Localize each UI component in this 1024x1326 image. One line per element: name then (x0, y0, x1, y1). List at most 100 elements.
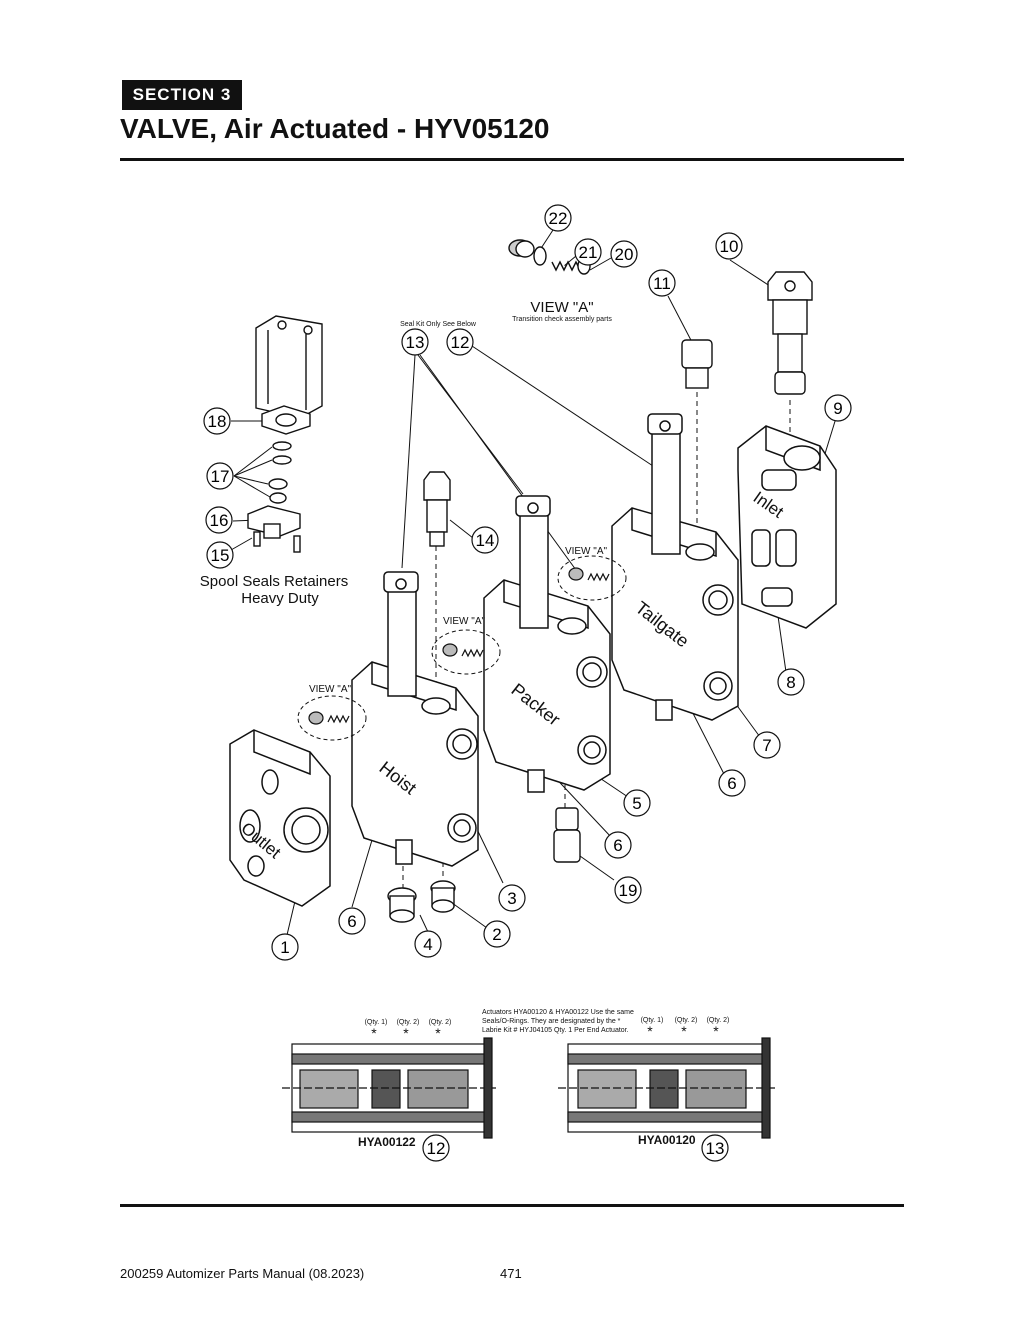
callout-number: 13 (406, 333, 425, 352)
callout-6: 6 (604, 831, 632, 859)
callout-circle (824, 394, 852, 422)
seal-star: * (713, 1023, 719, 1039)
view-a-label-hoist: VIEW "A" (309, 684, 352, 695)
actuator-note-line3: Labrie Kit # HYJ04105 Qty. 1 Per End Act… (482, 1027, 629, 1034)
packer-section (483, 495, 611, 793)
callout-circle (206, 462, 234, 490)
callout-circle (422, 1134, 450, 1162)
callout-circle (701, 1134, 729, 1162)
view-a-label-packer: VIEW "A" (443, 616, 486, 627)
actuator-note-line1: Actuators HYA00120 & HYA00122 Use the sa… (482, 1009, 634, 1016)
qty-label: (Qty. 1) (365, 1019, 388, 1026)
callout-number: 16 (210, 511, 229, 530)
callout-circle (271, 933, 299, 961)
callout-12: 12 (422, 1134, 450, 1162)
view-a-check-parts (508, 239, 591, 275)
callout-4: 4 (414, 930, 442, 958)
top-rule (120, 158, 904, 161)
qty-label: (Qty. 2) (675, 1017, 698, 1024)
actuator-note-line2: Seals/O-Rings. They are designated by th… (482, 1018, 621, 1025)
callout-number: 18 (208, 412, 227, 431)
qty-label: (Qty. 2) (429, 1019, 452, 1026)
spool-seal-retainer-stack (247, 315, 323, 553)
callout-circle (203, 407, 231, 435)
seal-kit-note: Seal Kit Only See Below (400, 321, 477, 328)
callout-circle (471, 526, 499, 554)
callout-21: 21 (574, 238, 602, 266)
callout-circle (574, 238, 602, 266)
callout-circle (777, 668, 805, 696)
seal-star: * (681, 1023, 687, 1039)
callout-circle (414, 930, 442, 958)
callout-number: 22 (549, 209, 568, 228)
callout-number: 13 (706, 1139, 725, 1158)
callout-number: 12 (427, 1139, 446, 1158)
callout-7: 7 (753, 731, 781, 759)
callout-1: 1 (271, 933, 299, 961)
callout-6: 6 (338, 907, 366, 935)
callout-circle (614, 876, 642, 904)
callout-number: 19 (619, 881, 638, 900)
callout-14: 14 (471, 526, 499, 554)
callout-circle (753, 731, 781, 759)
callout-number: 20 (615, 245, 634, 264)
callout-number: 3 (507, 889, 516, 908)
callout-18: 18 (203, 407, 231, 435)
view-a-sub-label: Transition check assembly parts (512, 316, 612, 323)
footer-page-number: 471 (500, 1266, 522, 1281)
callout-circle (718, 769, 746, 797)
section-badge: SECTION 3 (122, 80, 242, 110)
callout-number: 6 (727, 774, 736, 793)
callout-16: 16 (205, 506, 233, 534)
seal-star: * (371, 1025, 377, 1041)
view-a-main-label: VIEW "A" (530, 299, 593, 316)
callout-13: 13 (701, 1134, 729, 1162)
callout-9: 9 (824, 394, 852, 422)
callout-number: 5 (632, 794, 641, 813)
seal-star: * (647, 1023, 653, 1039)
callout-number: 7 (762, 736, 771, 755)
view-a-callouts (297, 555, 627, 741)
callout-circle (604, 831, 632, 859)
callout-circle (483, 920, 511, 948)
callout-20: 20 (610, 240, 638, 268)
callout-number: 12 (451, 333, 470, 352)
footer-manual-name: 200259 Automizer Parts Manual (08.2023) (120, 1266, 365, 1281)
callout-19: 19 (614, 876, 642, 904)
callout-circle (544, 204, 572, 232)
callout-number: 10 (720, 237, 739, 256)
bottom-rule (120, 1204, 904, 1207)
spool-seals-label-line1: Spool Seals Retainers (200, 573, 348, 590)
callout-circle (206, 541, 234, 569)
actuator-part-number-left: HYA00122 (358, 1135, 416, 1149)
callout-number: 4 (423, 935, 432, 954)
seal-star: * (403, 1025, 409, 1041)
callout-13: 13 (401, 328, 429, 356)
page-title: VALVE, Air Actuated - HYV05120 (120, 113, 550, 144)
callout-12: 12 (446, 328, 474, 356)
callout-circle (446, 328, 474, 356)
callout-11: 11 (648, 269, 676, 297)
part-14-cartridge (423, 471, 451, 547)
callout-number: 21 (579, 243, 598, 262)
assembly-axes (402, 392, 791, 888)
callout-number: 11 (653, 274, 671, 293)
callout-number: 8 (786, 673, 795, 692)
callout-number: 14 (476, 531, 495, 550)
view-a-label-tailgate: VIEW "A" (565, 546, 608, 557)
leader-lines (230, 229, 837, 936)
callout-number: 15 (211, 546, 230, 565)
callout-circle (498, 884, 526, 912)
tailgate-section (611, 413, 739, 721)
hoist-section (351, 571, 479, 867)
callout-circle (623, 789, 651, 817)
callout-circle (648, 269, 676, 297)
actuator-part-number-right: HYA00120 (638, 1133, 696, 1147)
lower-small-parts (387, 807, 581, 923)
callout-number: 17 (211, 467, 230, 486)
callout-number: 6 (347, 912, 356, 931)
spool-seals-label-line2: Heavy Duty (241, 590, 319, 607)
callout-17: 17 (206, 462, 234, 490)
callout-6: 6 (718, 769, 746, 797)
